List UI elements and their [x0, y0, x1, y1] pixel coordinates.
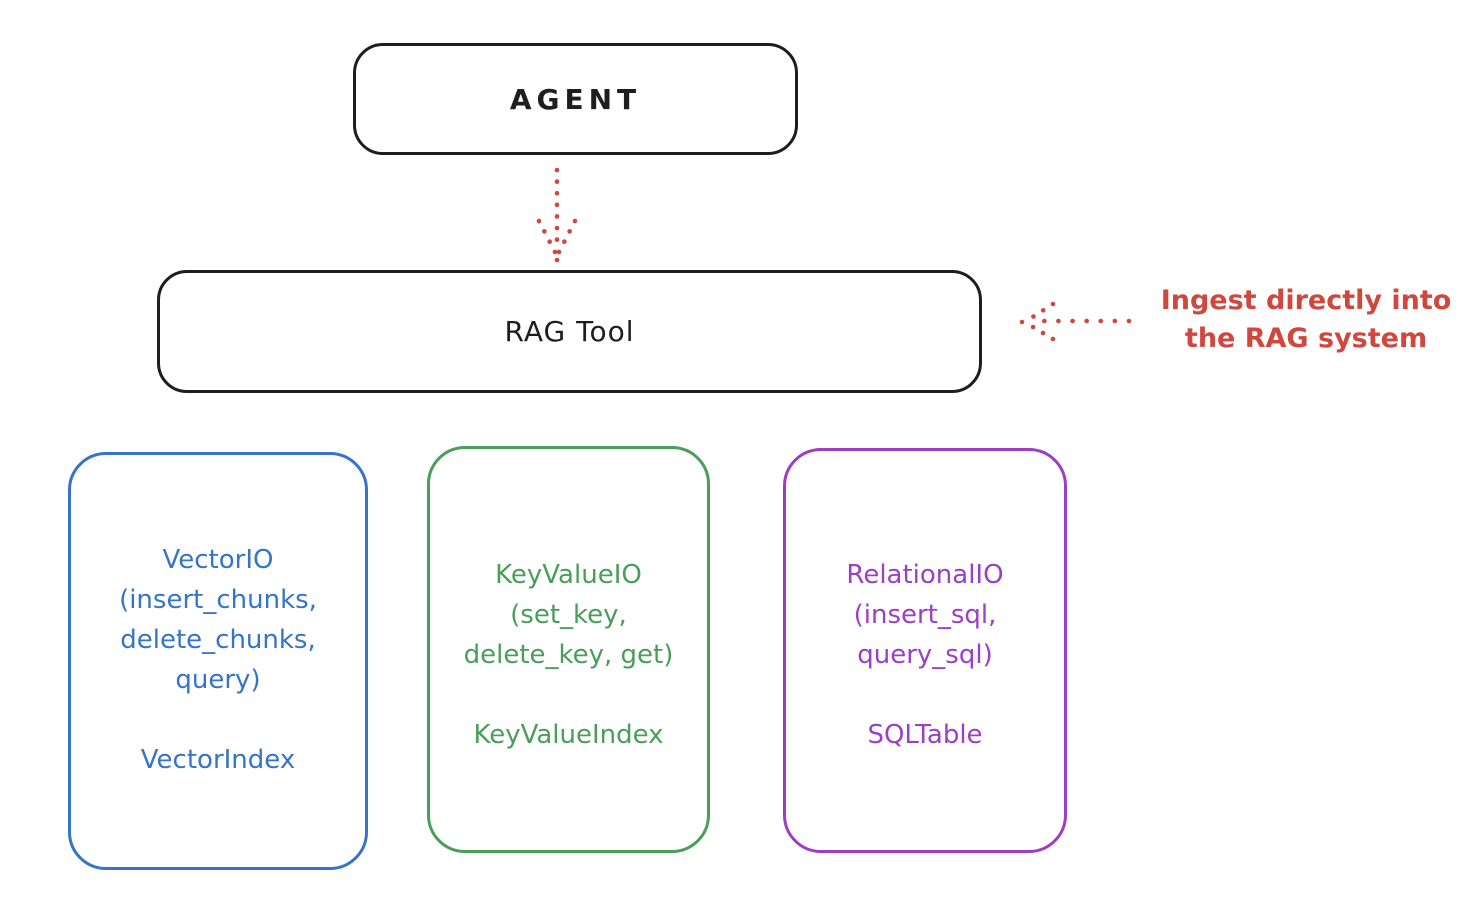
node-text-line: query): [175, 665, 261, 695]
node-text-line: (insert_chunks,: [119, 585, 317, 615]
node-text-line: (set_key,: [510, 600, 627, 630]
node-text-line: VectorIO: [162, 545, 274, 575]
node-text-line: (insert_sql,: [853, 600, 997, 630]
rag-tool-node-label: RAG Tool: [504, 315, 635, 348]
arrowhead-bottom-stroke: [1025, 321, 1056, 342]
node-index-label: SQLTable: [867, 720, 983, 750]
node-text-line: query_sql): [857, 640, 993, 670]
ingest-arrow: [1019, 301, 1132, 342]
arrowhead-right-stroke: [556, 218, 578, 255]
agent-node-label: AGENT: [509, 82, 642, 116]
node-text-line: delete_chunks,: [120, 625, 316, 655]
node-index-label: KeyValueIndex: [473, 720, 664, 750]
agent-node: AGENT: [353, 43, 798, 155]
rag-tool-node: RAG Tool: [157, 270, 982, 393]
arrowhead-top-stroke: [1025, 301, 1056, 323]
ingest-annotation-line1: Ingest directly into: [1160, 285, 1452, 316]
node-text-line: RelationalIO: [846, 560, 1004, 590]
node-text-line: delete_key, get): [463, 640, 674, 670]
ingest-annotation: Ingest directly into the RAG system: [1138, 282, 1474, 358]
keyvalueio-node: KeyValueIO (set_key, delete_key, get) Ke…: [427, 446, 710, 853]
vectorio-node: VectorIO (insert_chunks, delete_chunks, …: [68, 452, 368, 870]
ingest-annotation-line2: the RAG system: [1184, 323, 1428, 354]
node-text-line: KeyValueIO: [495, 560, 642, 590]
arrowhead-left-stroke: [536, 218, 558, 255]
relationalio-node: RelationalIO (insert_sql, query_sql) SQL…: [783, 448, 1067, 853]
node-index-label: VectorIndex: [140, 745, 296, 775]
agent-to-rag-arrow: [536, 167, 578, 263]
